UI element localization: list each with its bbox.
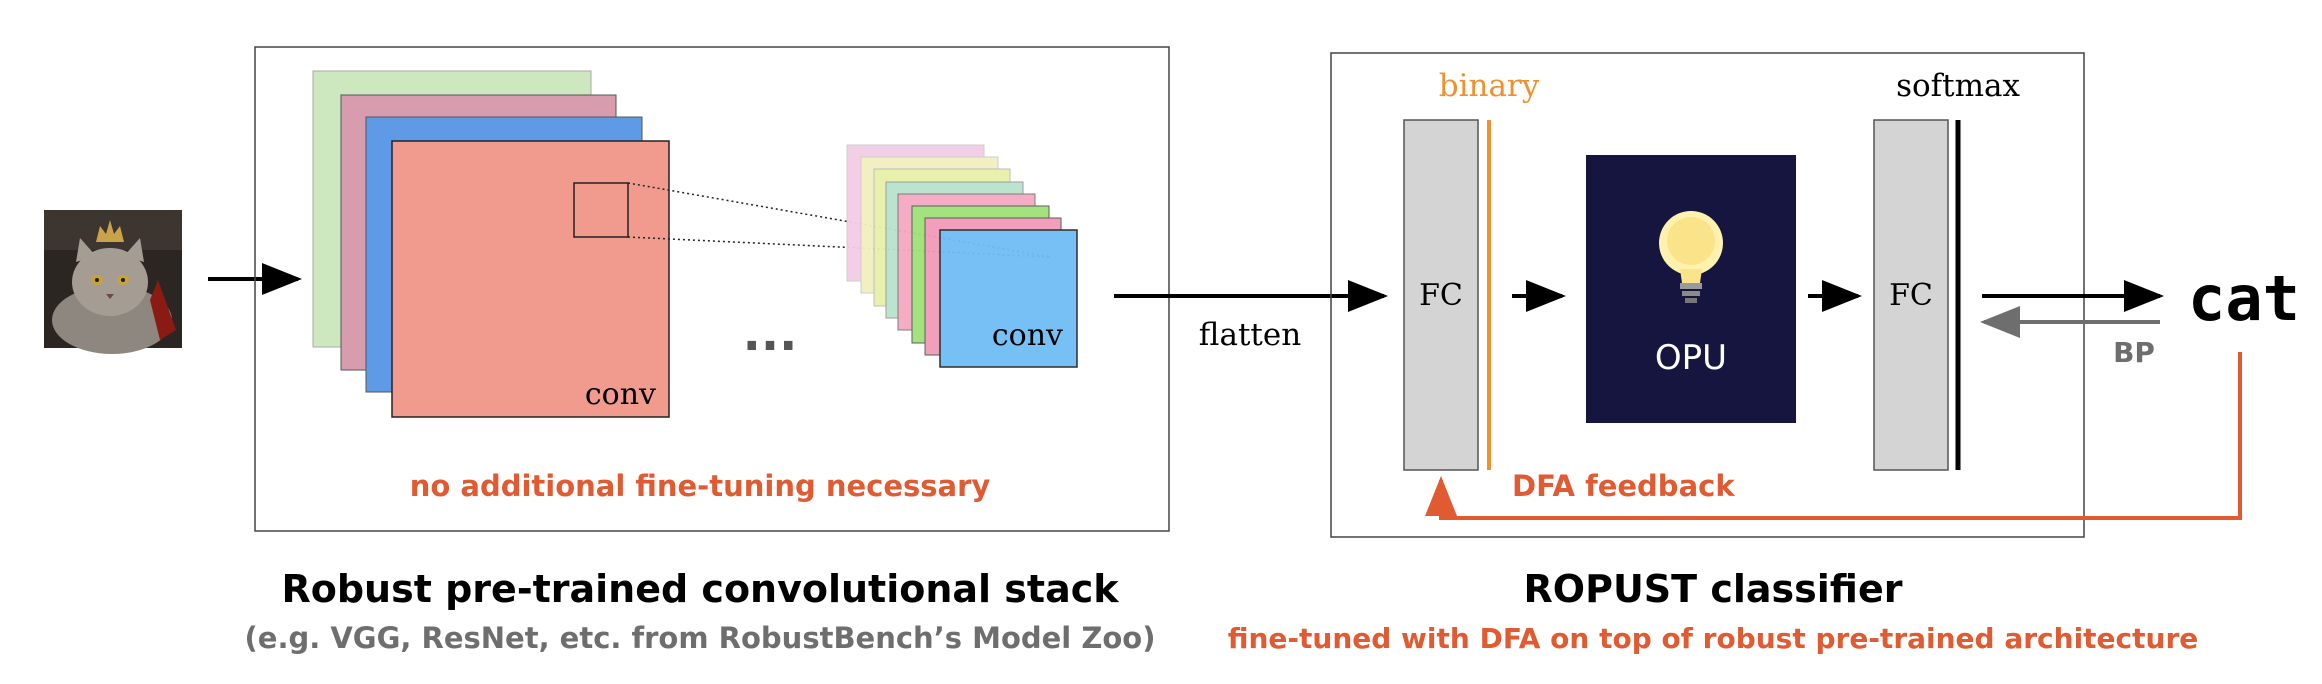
flatten-label: flatten — [1199, 317, 1301, 353]
conv-label-large: conv — [585, 377, 656, 412]
opu-label: OPU — [1655, 338, 1727, 378]
bp-label: BP — [2113, 336, 2155, 369]
receptive-field-box — [573, 182, 629, 238]
dfa-feedback-arrow — [1425, 352, 2242, 520]
light-bulb-icon — [1659, 211, 1723, 303]
conv-block-small — [939, 229, 1078, 368]
fc-layer-2-label: FC — [1889, 278, 1933, 313]
binary-label: binary — [1439, 68, 1540, 104]
classifier-title: ROPUST classifier — [1524, 567, 1903, 611]
fc-layer-2 — [1873, 119, 1949, 471]
projection-line — [627, 236, 1051, 258]
conv-feature-maps-large — [312, 70, 670, 418]
conv-ellipsis: ... — [743, 306, 798, 362]
fc-layer-1 — [1403, 119, 1479, 471]
conv-stack-box — [254, 46, 1170, 532]
conv-label-small: conv — [992, 318, 1063, 353]
cat-photo-icon — [44, 210, 182, 354]
output-label-cat: cat — [2188, 262, 2300, 335]
classifier-subtitle: fine-tuned with DFA on top of robust pre… — [1228, 622, 2199, 655]
dfa-feedback-label: DFA feedback — [1512, 469, 1735, 503]
conv-feature-maps-small — [846, 144, 1078, 368]
conv-block-large — [391, 140, 670, 418]
conv-stack-subtitle: (e.g. VGG, ResNet, etc. from RobustBench… — [245, 621, 1156, 655]
softmax-label: softmax — [1896, 68, 2020, 104]
conv-stack-note: no additional fine-tuning necessary — [410, 469, 991, 503]
fc-layer-1-label: FC — [1419, 278, 1463, 313]
conv-stack-title: Robust pre-trained convolutional stack — [281, 567, 1119, 611]
projection-line — [627, 182, 1051, 258]
